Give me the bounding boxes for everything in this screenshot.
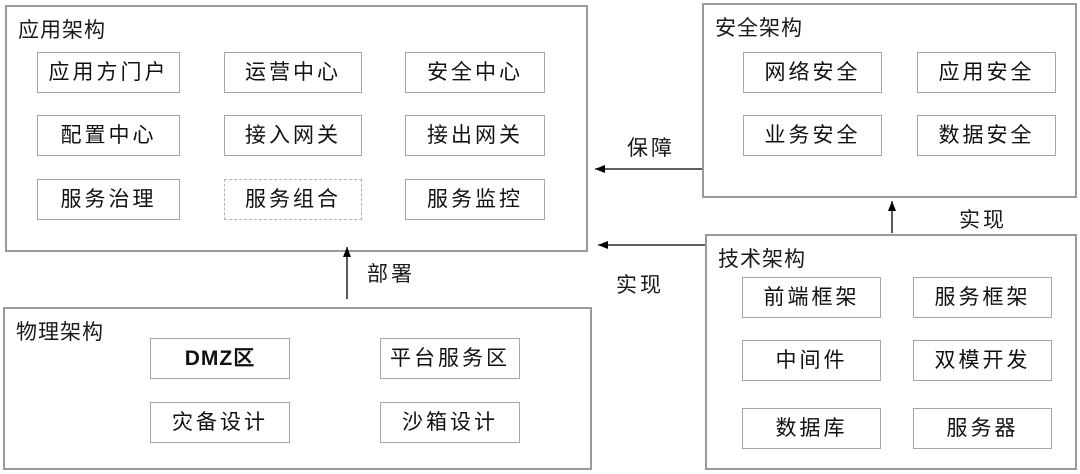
node-dmz-zone: DMZ区 — [150, 338, 290, 379]
section-physical-architecture: 物理架构 DMZ区 平台服务区 灾备设计 沙箱设计 — [3, 307, 592, 470]
node-frontend-framework: 前端框架 — [742, 277, 881, 318]
node-app-portal: 应用方门户 — [37, 52, 180, 93]
label-deploy: 部署 — [367, 262, 415, 286]
node-server: 服务器 — [913, 408, 1052, 449]
section-title-physical: 物理架构 — [16, 320, 104, 344]
node-service-framework: 服务框架 — [913, 277, 1052, 318]
node-business-security: 业务安全 — [743, 115, 882, 156]
section-application-architecture: 应用架构 应用方门户 运营中心 安全中心 配置中心 接入网关 接出网关 服务治理… — [5, 5, 588, 252]
node-network-security: 网络安全 — [743, 52, 882, 93]
node-inbound-gateway: 接入网关 — [224, 115, 362, 156]
node-operation-center: 运营中心 — [224, 52, 362, 93]
label-guarantee: 保障 — [627, 136, 675, 160]
label-realize-application: 实现 — [616, 273, 664, 297]
node-service-governance: 服务治理 — [37, 179, 180, 220]
node-service-composition: 服务组合 — [224, 179, 362, 220]
label-realize-security: 实现 — [959, 208, 1007, 232]
section-technology-architecture: 技术架构 前端框架 服务框架 中间件 双模开发 数据库 服务器 — [705, 234, 1077, 470]
node-service-monitoring: 服务监控 — [405, 179, 545, 220]
node-platform-service-zone: 平台服务区 — [380, 338, 520, 379]
node-middleware: 中间件 — [742, 340, 881, 381]
node-disaster-recovery-design: 灾备设计 — [150, 402, 290, 443]
section-security-architecture: 安全架构 网络安全 应用安全 业务安全 数据安全 — [702, 3, 1077, 198]
node-dual-mode-development: 双模开发 — [913, 340, 1052, 381]
node-sandbox-design: 沙箱设计 — [380, 402, 520, 443]
node-data-security: 数据安全 — [917, 115, 1056, 156]
node-security-center: 安全中心 — [405, 52, 545, 93]
node-application-security: 应用安全 — [917, 52, 1056, 93]
section-title-technology: 技术架构 — [718, 247, 806, 271]
section-title-application: 应用架构 — [18, 18, 106, 42]
section-title-security: 安全架构 — [715, 16, 803, 40]
node-outbound-gateway: 接出网关 — [405, 115, 545, 156]
node-config-center: 配置中心 — [37, 115, 180, 156]
node-database: 数据库 — [742, 408, 881, 449]
